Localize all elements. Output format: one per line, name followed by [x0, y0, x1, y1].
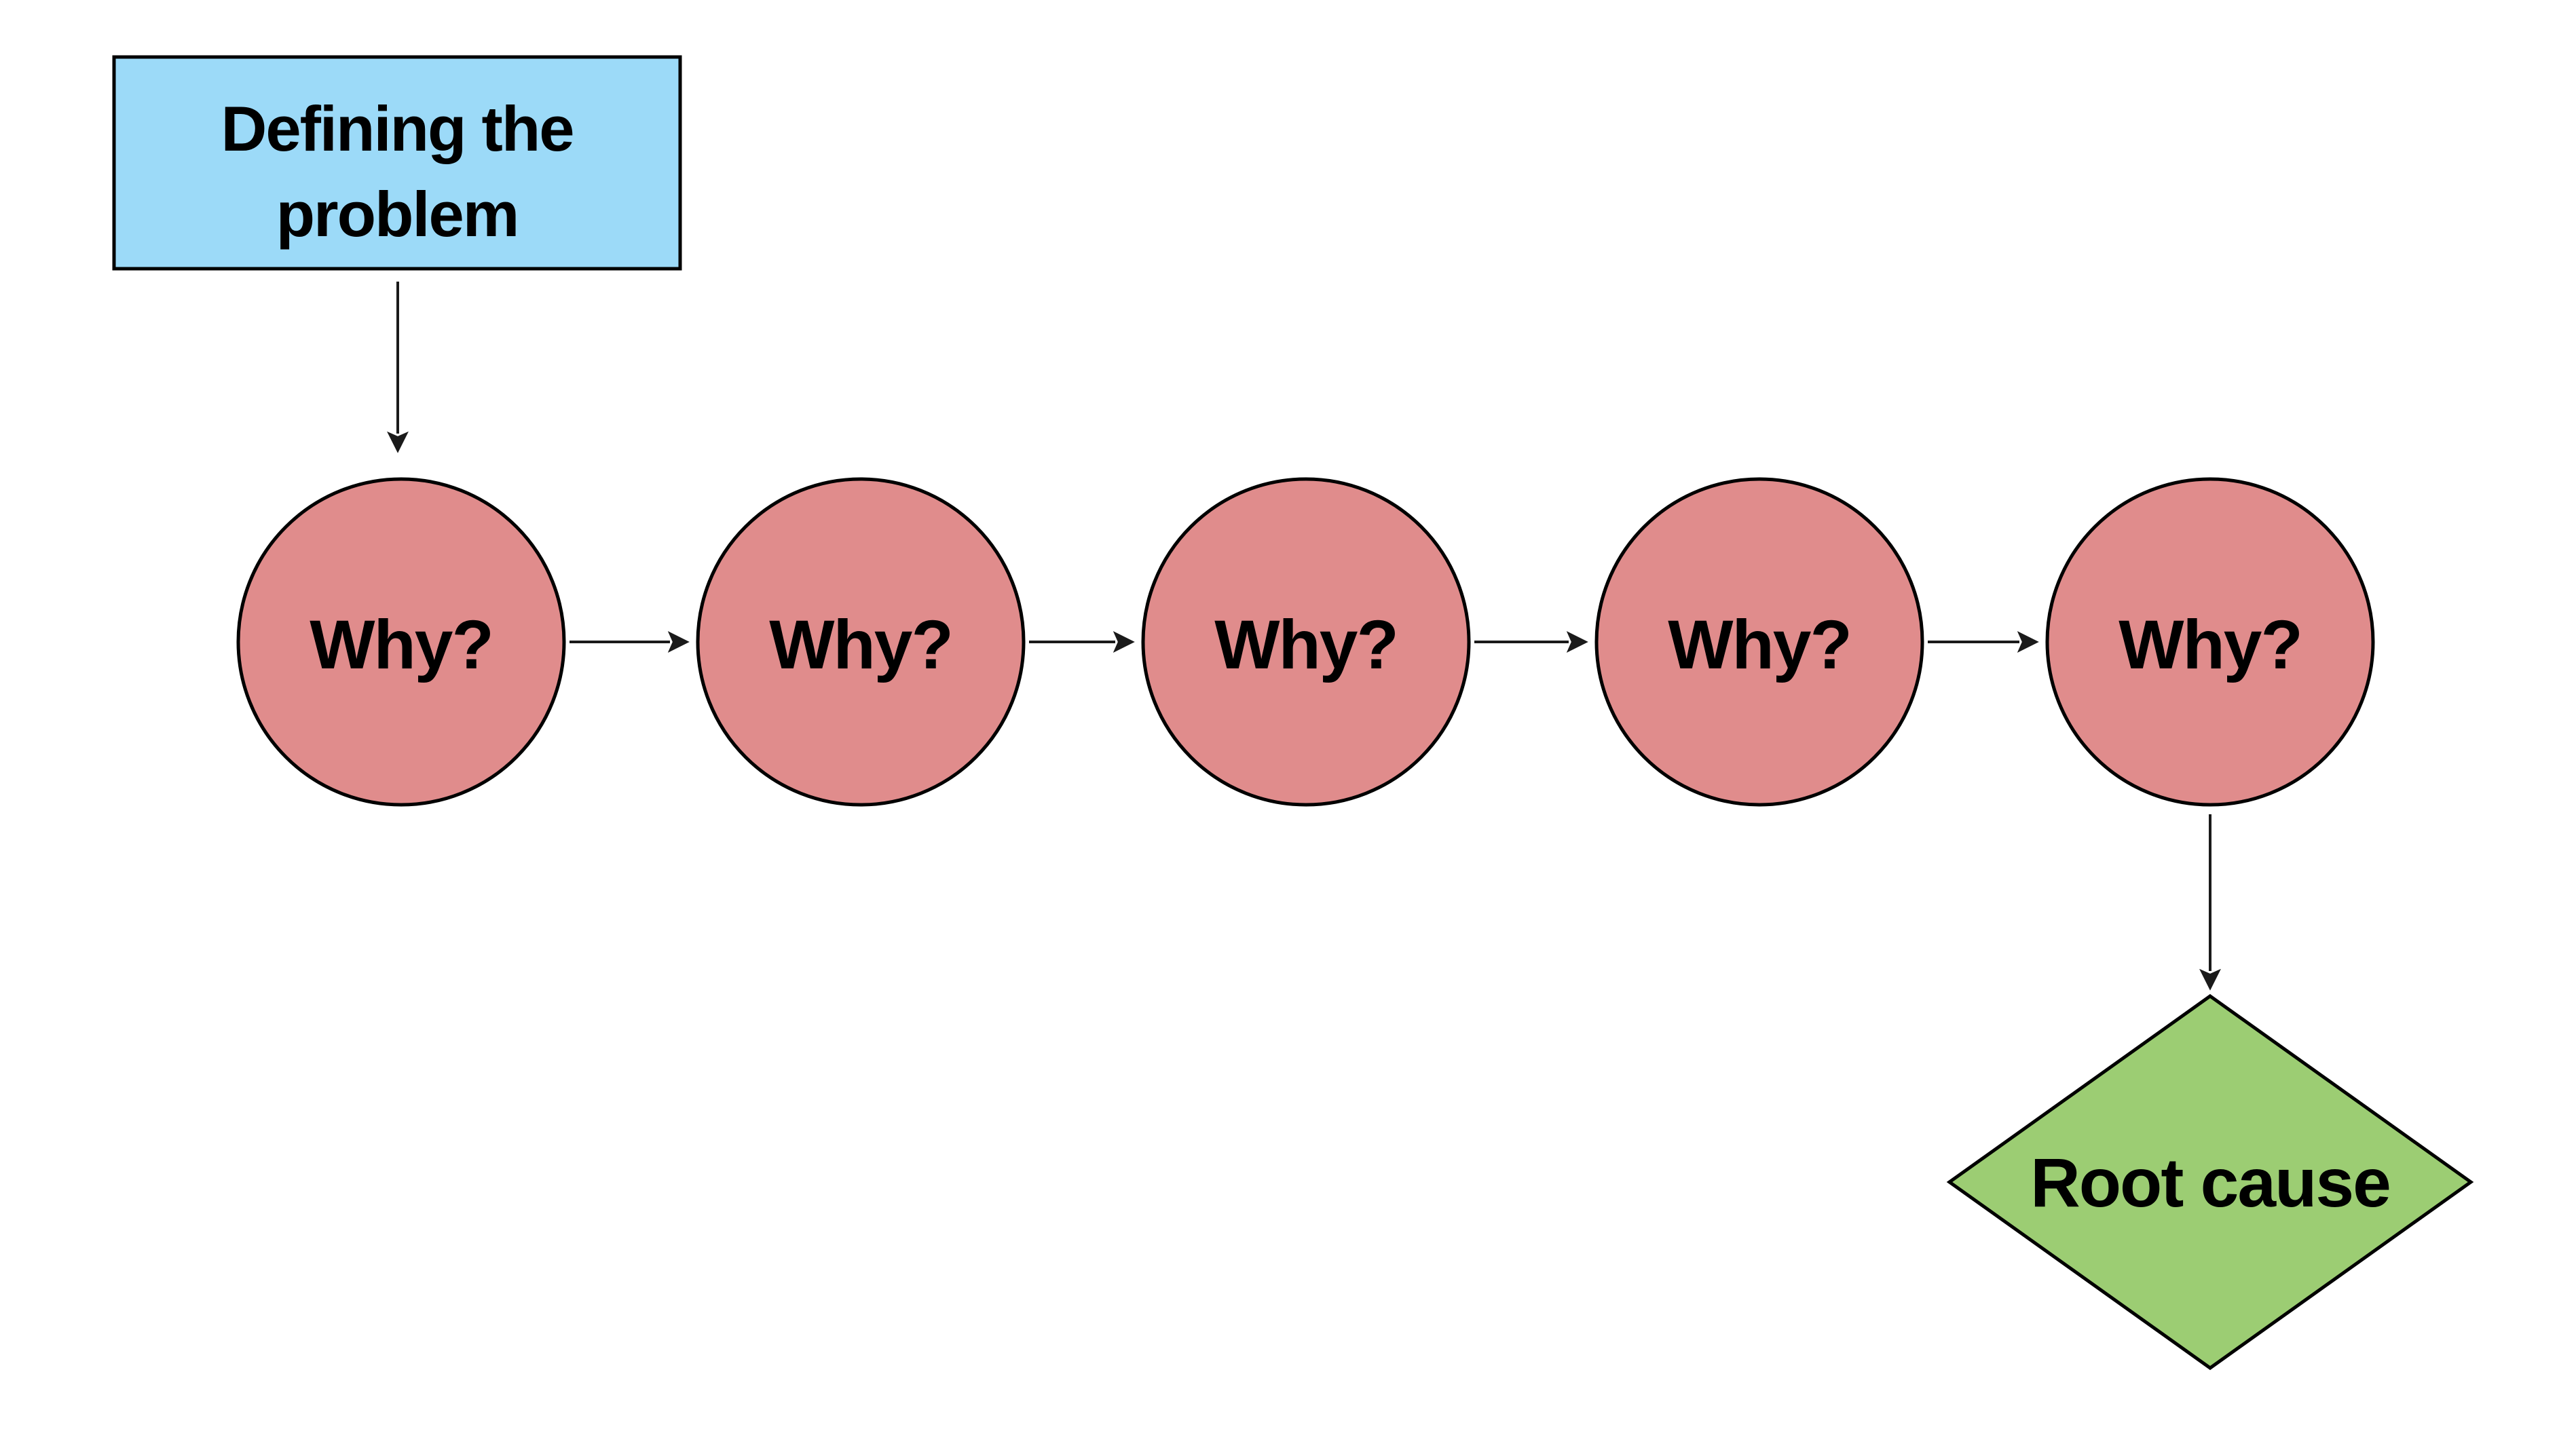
why-node-1-label: Why? — [310, 606, 493, 683]
why-node-3 — [1141, 477, 1471, 807]
root-cause-node — [1946, 993, 2474, 1371]
problem-node-label-line-2: problem — [276, 178, 519, 250]
why-node-3-label: Why? — [1214, 606, 1398, 683]
why-node-4-label: Why? — [1668, 606, 1851, 683]
why-node-2-label: Why? — [769, 606, 952, 683]
problem-node — [112, 55, 682, 271]
why-node-5 — [2045, 477, 2375, 807]
why-node-1 — [236, 477, 566, 807]
root-cause-node-label: Root cause — [2030, 1144, 2390, 1221]
problem-node-label-line-1: Defining the — [221, 93, 573, 164]
why-node-2 — [696, 477, 1026, 807]
why-node-4 — [1594, 477, 1924, 807]
why-node-5-label: Why? — [2118, 606, 2302, 683]
